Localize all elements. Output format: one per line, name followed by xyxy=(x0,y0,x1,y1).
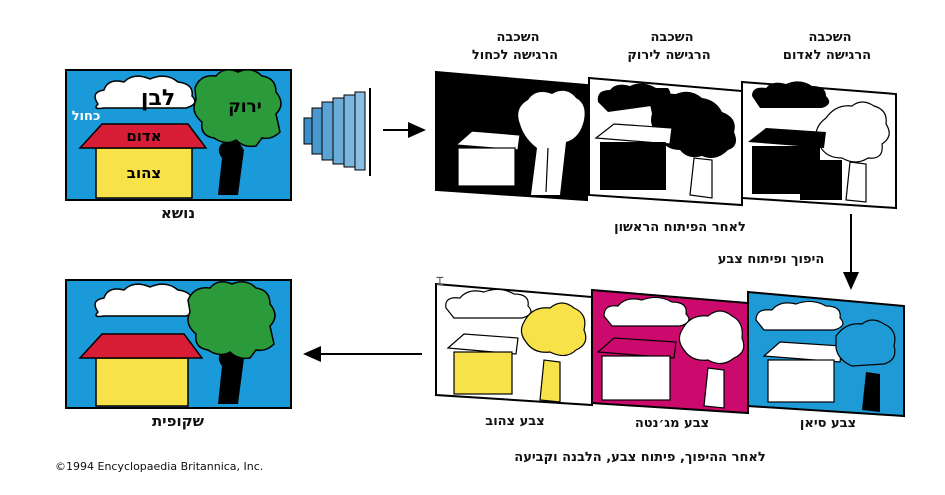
after-first-development-label: לאחר הפיתוח הראשון xyxy=(614,220,746,235)
transparency-caption: שקופית xyxy=(151,412,205,430)
cyan-dye-label: צבע סיאן xyxy=(799,416,857,431)
subject-word-blue: כחול xyxy=(72,109,101,124)
layer-blue-title: השכבה xyxy=(496,30,540,45)
layer-red-title: השכבה xyxy=(808,30,852,45)
magenta-dye-label: צבע מג׳נטה xyxy=(634,416,710,431)
final-process-caption: לאחר ההיפוך, פיתוח צבע, הלבנה וקביעה xyxy=(514,450,766,465)
subject-picture: לבן כחול ירוק אדום צהוב xyxy=(65,69,292,201)
subject-word-green: ירוק xyxy=(228,97,262,117)
text-cursor-icon: ⌶ xyxy=(436,274,444,289)
transparency-picture xyxy=(65,279,292,409)
camera-lens-icon xyxy=(303,88,371,176)
subject-word-yellow: צהוב xyxy=(127,164,161,182)
layer-magenta-dye xyxy=(591,288,749,415)
layer-green-title: השכבה xyxy=(650,30,694,45)
subject-caption: נושא xyxy=(160,204,196,222)
layer-green-subtitle: הרגישה לירוק xyxy=(627,48,711,63)
subject-word-red: אדום xyxy=(126,127,161,145)
subject-word-white: לבן xyxy=(141,86,175,111)
reversal-label: היפוך ופיתוח צבע xyxy=(717,252,825,267)
layer-red-sensitive xyxy=(741,80,897,210)
layer-blue-subtitle: הרגישה לכחול xyxy=(471,48,559,63)
layer-green-sensitive xyxy=(588,76,743,207)
layer-cyan-dye xyxy=(747,290,905,418)
layer-red-subtitle: הרגישה לאדום xyxy=(782,48,872,63)
layer-yellow-dye xyxy=(435,282,593,407)
yellow-dye-label: צבע צהוב xyxy=(485,414,545,429)
copyright-notice: ©1994 Encyclopaedia Britannica, Inc. xyxy=(55,460,264,473)
layer-blue-sensitive xyxy=(435,70,588,202)
